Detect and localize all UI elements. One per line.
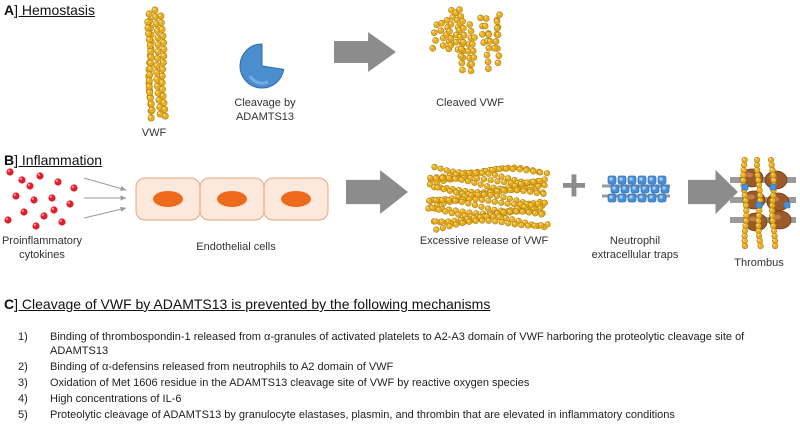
mechanism-item: 1) Binding of thrombospondin-1 released f… [18,330,798,358]
proinflammatory-line2: cytokines [19,249,65,261]
cleaved-vwf-icon [429,6,503,75]
mechanism-text: Proteolytic cleavage of ADAMTS13 by gran… [50,409,675,421]
endothelial-label: Endothelial cells [196,241,276,253]
mechanism-number: 4) [18,393,28,405]
section-a-letter: A [4,2,15,18]
cleaved-vwf-label: Cleaved VWF [436,97,504,109]
cleavage-label-line2: ADAMTS13 [235,111,295,123]
mechanism-list: 1) Binding of thrombospondin-1 released f… [18,330,798,424]
mechanism-text: Binding of α-defensins released from neu… [50,361,394,373]
section-c-title: C] Cleavage of VWF by ADAMTS13 is preven… [4,296,490,312]
net-label: Neutrophil extracellular traps [580,234,690,262]
vwf-multimer-icon [144,6,169,122]
section-b-letter: B [4,152,15,168]
mechanism-text: Oxidation of Met 1606 residue in the ADA… [50,377,530,389]
arrow-icon [346,170,408,214]
section-c-text: ] Cleavage of VWF by ADAMTS13 is prevent… [14,296,491,312]
proinflammatory-label: Proinflammatory cytokines [0,234,84,262]
adamts13-icon [239,43,285,89]
cleavage-label: Cleavage by ADAMTS13 [220,96,310,124]
mechanism-item: 4) High concentrations of IL-6 [18,392,798,406]
plus-sign: + [561,161,587,210]
mechanism-number: 2) [18,361,28,373]
net-label-line1: Neutrophil [609,235,661,247]
thrombus-icon [730,156,796,250]
section-c-letter: C [4,296,15,312]
proinflammatory-line1: Proinflammatory [1,235,83,247]
vwf-label: VWF [141,127,167,139]
net-icon [602,175,670,203]
section-a-title: A] Hemostasis [4,2,95,18]
mechanism-item: 3) Oxidation of Met 1606 residue in the A… [18,376,798,390]
signal-arrows-icon [83,177,127,219]
thrombus-label: Thrombus [734,257,784,269]
mechanism-item: 2) Binding of α-defensins released from n… [18,360,798,374]
arrow-icon [688,170,738,214]
section-a-text: ] Hemostasis [14,2,96,18]
mechanism-text: High concentrations of IL-6 [50,393,182,405]
mechanism-number: 1) [18,331,28,343]
mechanism-item: 5) Proteolytic cleavage of ADAMTS13 by gr… [18,408,798,422]
section-b-text: ] Inflammation [14,152,103,168]
cleavage-label-line1: Cleavage by [234,97,296,109]
cytokine-icon [4,168,78,230]
arrow-icon [334,32,396,72]
diagram-canvas [4,6,796,250]
mechanism-text: Binding of thrombospondin-1 released fro… [50,331,745,357]
net-label-line2: extracellular traps [591,249,679,261]
mechanism-number: 5) [18,409,28,421]
excessive-label: Excessive release of VWF [419,235,549,247]
endothelial-cell-icon [135,177,329,221]
mechanism-number: 3) [18,377,28,389]
excessive-vwf-icon [425,163,551,233]
section-b-title: B] Inflammation [4,152,102,168]
